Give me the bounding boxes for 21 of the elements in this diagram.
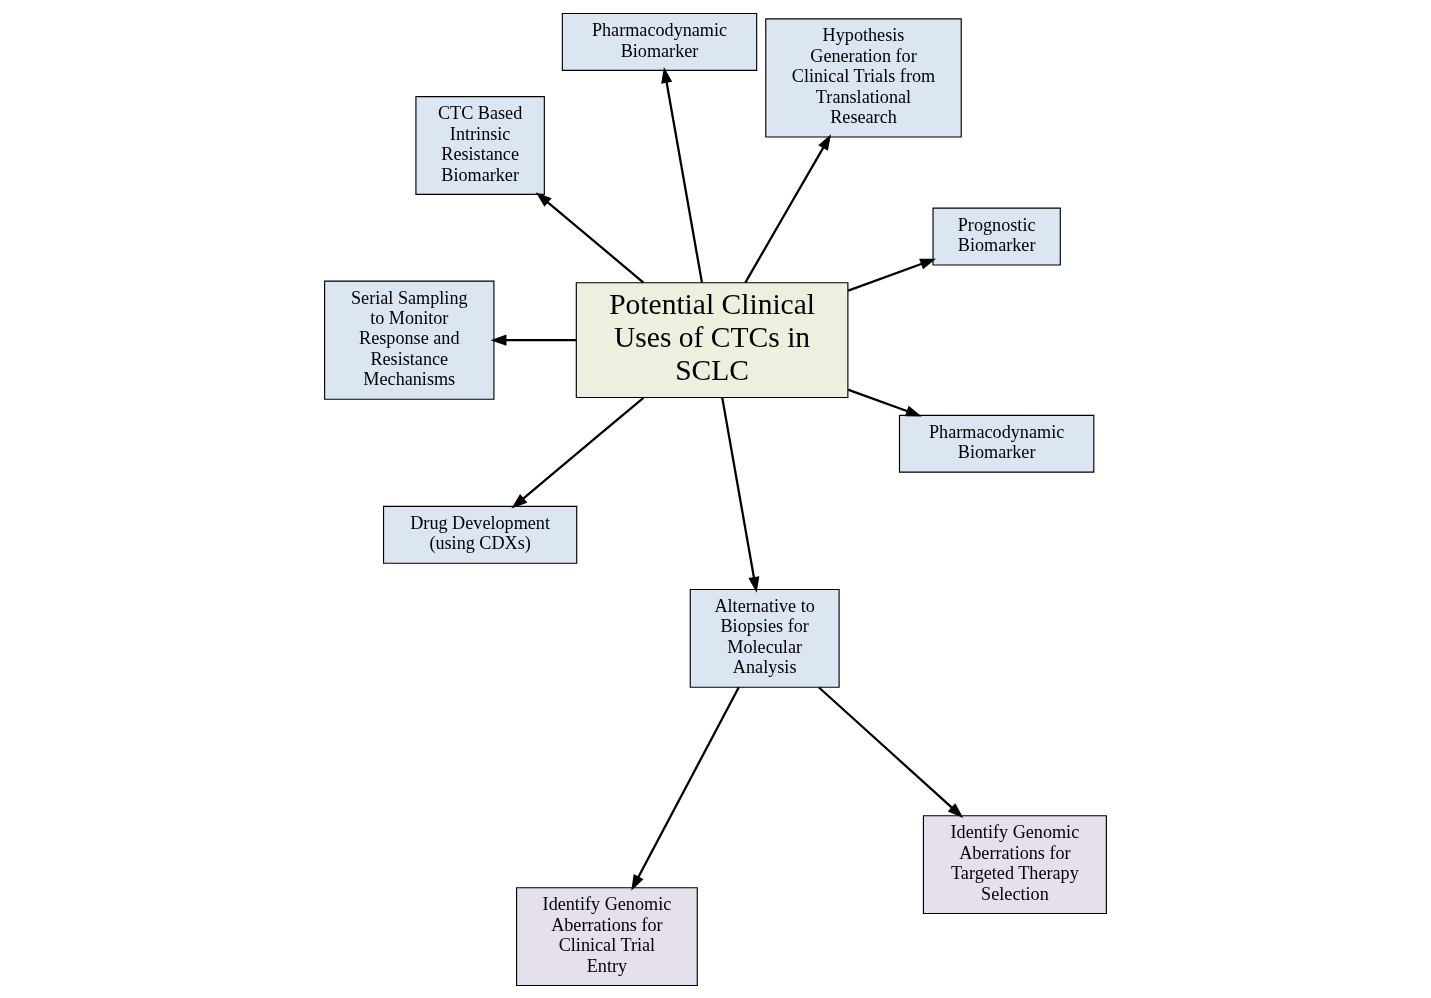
node-box: Identify Genomic Aberrations for Clinical Trial Entry (516, 886, 698, 986)
arrow (511, 396, 645, 509)
node-box: Serial Sampling to Monitor Response and Resistance Mechanisms (324, 280, 495, 400)
arrow (661, 66, 704, 283)
node-box: CTC Based Intrinsic Resistance Biomarker (415, 95, 545, 195)
node-box: Alternative to Biopsies for Molecular Analysis (689, 588, 840, 688)
node-box: Prognostic Biomarker (932, 207, 1061, 266)
arrow (847, 388, 922, 416)
arrow (818, 686, 964, 818)
arrow (490, 334, 577, 346)
node-box: Pharmacodynamic Biomarker (898, 414, 1095, 473)
arrow (631, 686, 740, 891)
node-box: Hypothesis Generation for Clinical Trials from Translational Research (765, 17, 962, 138)
node-box: Identify Genomic Aberrations for Targeted Therapy Selection (922, 814, 1107, 914)
arrow (721, 396, 760, 593)
node-box: Potential Clinical Uses of CTCs in SCLC (575, 281, 849, 398)
node-box: Drug Development (using CDXs) (382, 505, 578, 564)
arrow (744, 133, 831, 283)
arrow (535, 191, 645, 283)
arrow (847, 258, 937, 292)
node-box: Pharmacodynamic Biomarker (561, 12, 758, 71)
